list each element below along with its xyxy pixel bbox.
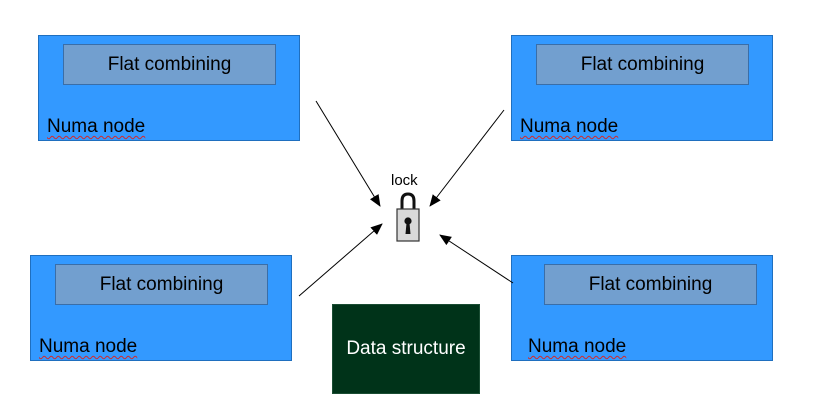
flat-combining-box: Flat combining — [544, 264, 757, 305]
flat-combining-label: Flat combining — [99, 273, 224, 295]
numa-node-label: Numa node — [39, 336, 138, 357]
arrow-top-left — [315, 100, 381, 207]
numa-node-label: Numa node — [520, 116, 619, 137]
numa-node-bottom-right: Flat combining Numa node — [511, 255, 773, 361]
numa-node-top-right: Flat combining Numa node — [511, 35, 773, 141]
flat-combining-label: Flat combining — [580, 53, 705, 75]
lock-label: lock — [391, 172, 418, 189]
padlock-icon — [396, 192, 420, 242]
flat-combining-box: Flat combining — [536, 44, 749, 85]
flat-combining-box: Flat combining — [55, 264, 268, 305]
arrow-bottom-right — [439, 234, 514, 284]
flat-combining-label: Flat combining — [107, 53, 232, 75]
numa-node-label: Numa node — [528, 336, 627, 357]
numa-node-top-left: Flat combining Numa node — [38, 35, 300, 141]
arrow-bottom-left — [298, 223, 383, 297]
arrow-top-right — [429, 109, 505, 207]
numa-node-bottom-left: Flat combining Numa node — [30, 255, 292, 361]
flat-combining-box: Flat combining — [63, 44, 276, 85]
numa-node-label: Numa node — [47, 116, 146, 137]
flat-combining-label: Flat combining — [588, 273, 713, 295]
data-structure-box: Data structure — [332, 304, 480, 394]
data-structure-label: Data structure — [346, 338, 466, 359]
